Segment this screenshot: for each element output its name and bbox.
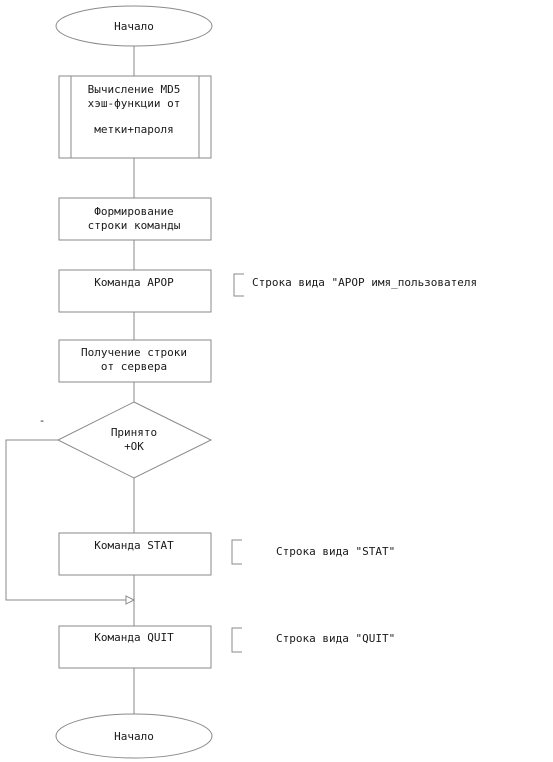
apop-note-bracket — [233, 273, 244, 297]
stat-note-bracket — [231, 539, 242, 565]
stat-note-label: Строка вида "STAT" — [276, 545, 395, 558]
quit-note-bracket — [231, 627, 242, 653]
build-command-label-line2: строки команды — [88, 219, 181, 232]
end-terminator — [55, 713, 213, 759]
start-label: Начало — [114, 20, 154, 33]
quit-note-label: Строка вида "QUIT" — [276, 632, 395, 645]
end-label: Начало — [114, 730, 154, 743]
apop-note-label: Строка вида "APOP имя_пользователя — [252, 276, 477, 289]
md5-process-box — [58, 75, 212, 159]
stat-command-box — [58, 532, 212, 576]
build-command-label-line1: Формирование — [94, 205, 173, 218]
decision-label-line2: +OK — [124, 440, 144, 453]
apop-command-label: Команда APOP — [94, 276, 174, 289]
md5-label-line3: метки+пароля — [94, 123, 173, 136]
receive-label-line1: Получение строки — [81, 346, 187, 359]
md5-label-line2: хэш-функции от — [88, 97, 181, 110]
decision-no-label: - — [39, 414, 46, 427]
stat-command-label: Команда STAT — [94, 539, 174, 552]
receive-string-box — [58, 339, 212, 383]
start-terminator — [55, 5, 213, 47]
decision-label-line1: Принято — [111, 426, 157, 439]
quit-command-label: Команда QUIT — [94, 631, 174, 644]
receive-label-line2: от сервера — [101, 360, 167, 373]
decision-diamond — [56, 401, 213, 479]
quit-command-box — [58, 625, 212, 669]
connector-decision-no-branch — [5, 439, 126, 601]
apop-command-box — [58, 269, 212, 313]
arrowhead-no-branch — [125, 595, 136, 605]
build-command-box — [58, 197, 212, 241]
md5-label-line1: Вычисление MD5 — [88, 83, 181, 96]
